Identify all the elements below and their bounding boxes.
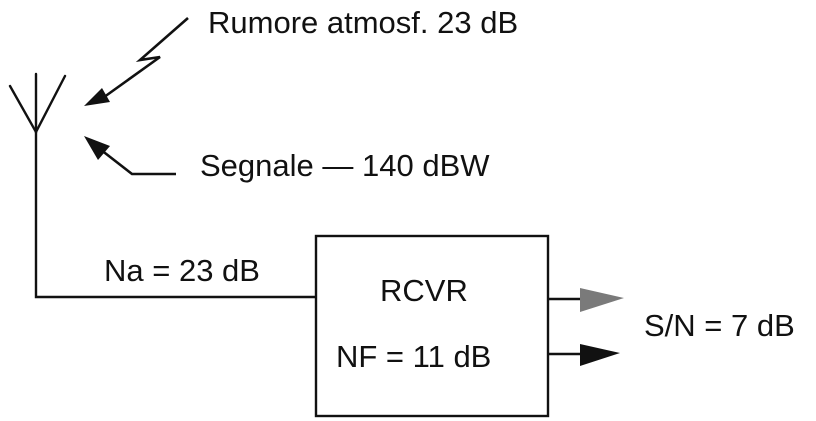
antenna-icon [8,72,67,134]
output-arrow-black [548,344,620,366]
noise-label: Rumore atmosf. 23 dB [208,5,519,40]
receiver-label: RCVR [380,273,468,308]
snr-label: S/N = 7 dB [644,308,795,343]
receiver-box [314,234,550,418]
antenna-noise-label: Na = 23 dB [104,253,260,288]
signal-arrow [84,136,176,176]
feed-line [34,132,316,299]
output-arrow-gray [548,288,624,312]
noise-figure-label: NF = 11 dB [336,339,492,374]
noise-arrow [84,17,189,106]
signal-label: Segnale — 140 dBW [200,148,490,183]
